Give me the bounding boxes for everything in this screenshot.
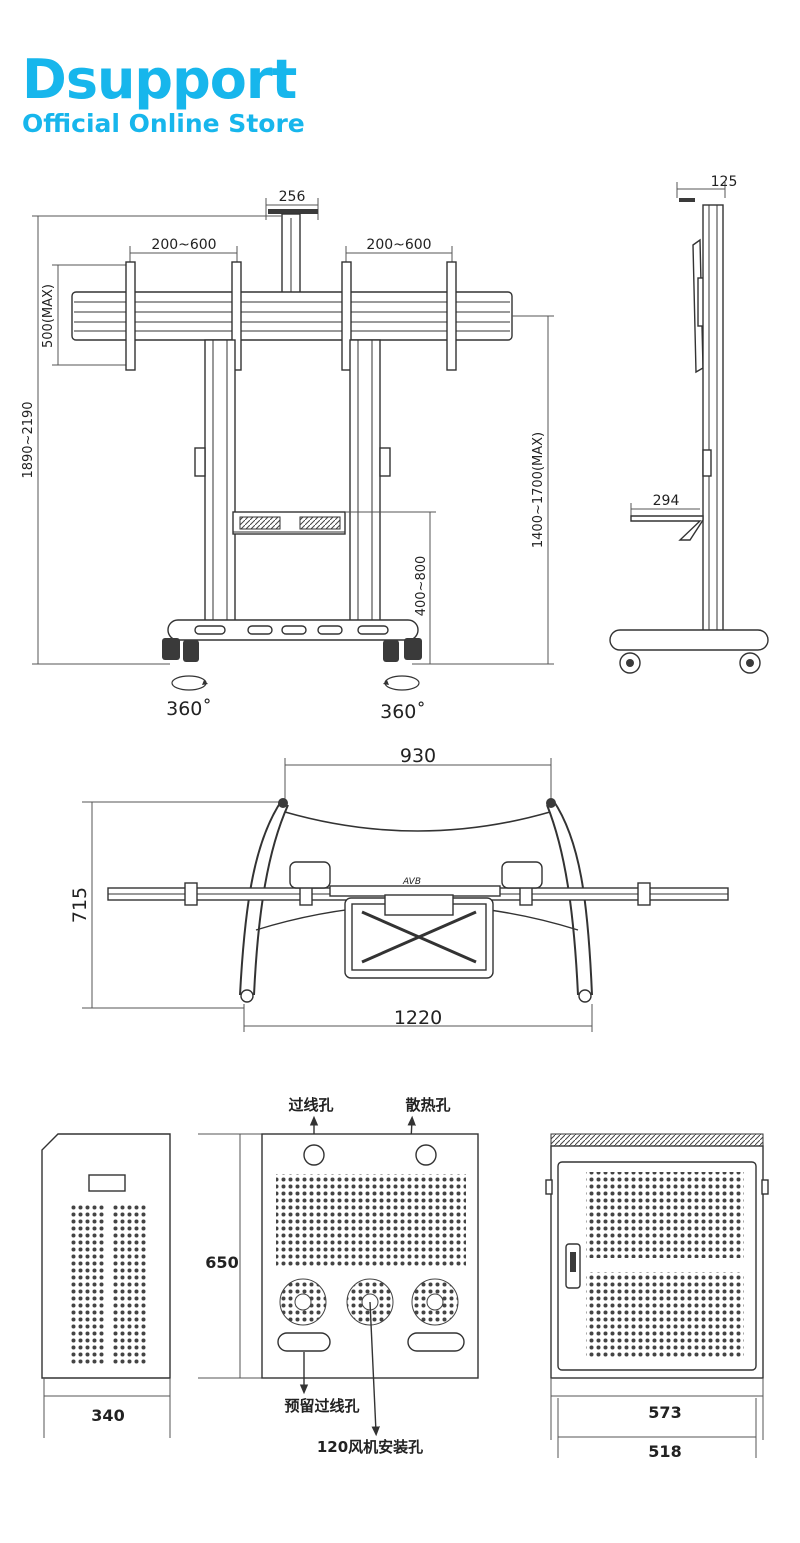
depth-label: 715 (69, 887, 91, 923)
brand-tagline: Official Online Store (22, 109, 305, 138)
shelf-height-label: 400~800 (414, 556, 429, 617)
cabinet-back-view: 过线孔 散热孔 650 预留过线孔 120风机安装孔 (198, 1096, 479, 1456)
cable-hole-label: 过线孔 (288, 1096, 333, 1114)
front-view: 256 200~600 200~600 500(MAX) 1890~2190 (21, 189, 554, 723)
base-width-label: 1220 (394, 1007, 442, 1029)
cabinet-front-view: 573 518 (545, 1133, 769, 1461)
camera-depth-label: 125 (711, 174, 738, 190)
vertical-vesa-label: 500(MAX) (41, 284, 56, 348)
total-height-label: 1890~2190 (21, 401, 36, 478)
right-vesa-span-label: 200~600 (366, 237, 431, 253)
vent-label: 散热孔 (405, 1096, 450, 1114)
screen-height-label: 1400~1700(MAX) (531, 432, 546, 548)
front-inner-width-label: 518 (648, 1442, 681, 1461)
svg-text:AVB: AVB (402, 877, 421, 887)
beam-span-label: 930 (400, 745, 436, 767)
cabinet-height-label: 650 (205, 1253, 238, 1272)
right-rotation-label: 360˚ (380, 701, 426, 723)
cabinet-side-view: 340 (41, 1133, 171, 1438)
brand-logo: Dsupport Official Online Store (22, 52, 305, 138)
side-width-label: 340 (91, 1406, 124, 1425)
shelf-depth-label: 294 (653, 493, 680, 509)
front-outer-width-label: 573 (648, 1403, 681, 1422)
left-vesa-span-label: 200~600 (151, 237, 216, 253)
side-view: 125 294 (609, 174, 769, 674)
brand-name: Dsupport (22, 48, 297, 111)
top-bracket-width-label: 256 (279, 189, 306, 205)
top-view: 930 715 AVB 122 (69, 745, 729, 1032)
fan-mount-label: 120风机安装孔 (317, 1438, 423, 1456)
reserved-cable-hole-label: 预留过线孔 (284, 1397, 359, 1415)
left-rotation-label: 360˚ (166, 698, 212, 720)
